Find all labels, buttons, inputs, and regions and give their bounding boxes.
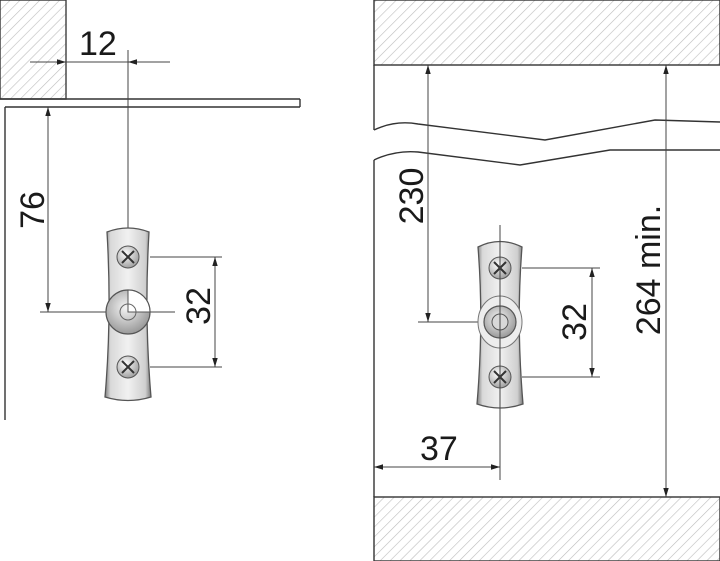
- dim-76-label: 76: [14, 191, 52, 229]
- dim-230-label: 230: [393, 168, 431, 225]
- dim-32-right-label: 32: [556, 303, 594, 341]
- dim-32-left-label: 32: [180, 287, 218, 325]
- dim-264-label: 264 min.: [630, 205, 668, 335]
- left-view: 12 76 32: [0, 0, 301, 420]
- left-mounting-plate: [104, 227, 152, 402]
- screw-icon: [116, 245, 140, 269]
- right-bottom-section: [373, 496, 720, 561]
- dim-37-label: 37: [420, 430, 458, 468]
- left-cabinet-section: [0, 0, 67, 100]
- dim-12-label: 12: [79, 25, 117, 63]
- right-top-section: [373, 0, 720, 66]
- screw-icon: [116, 355, 140, 379]
- right-view: 230 32 37: [373, 0, 720, 561]
